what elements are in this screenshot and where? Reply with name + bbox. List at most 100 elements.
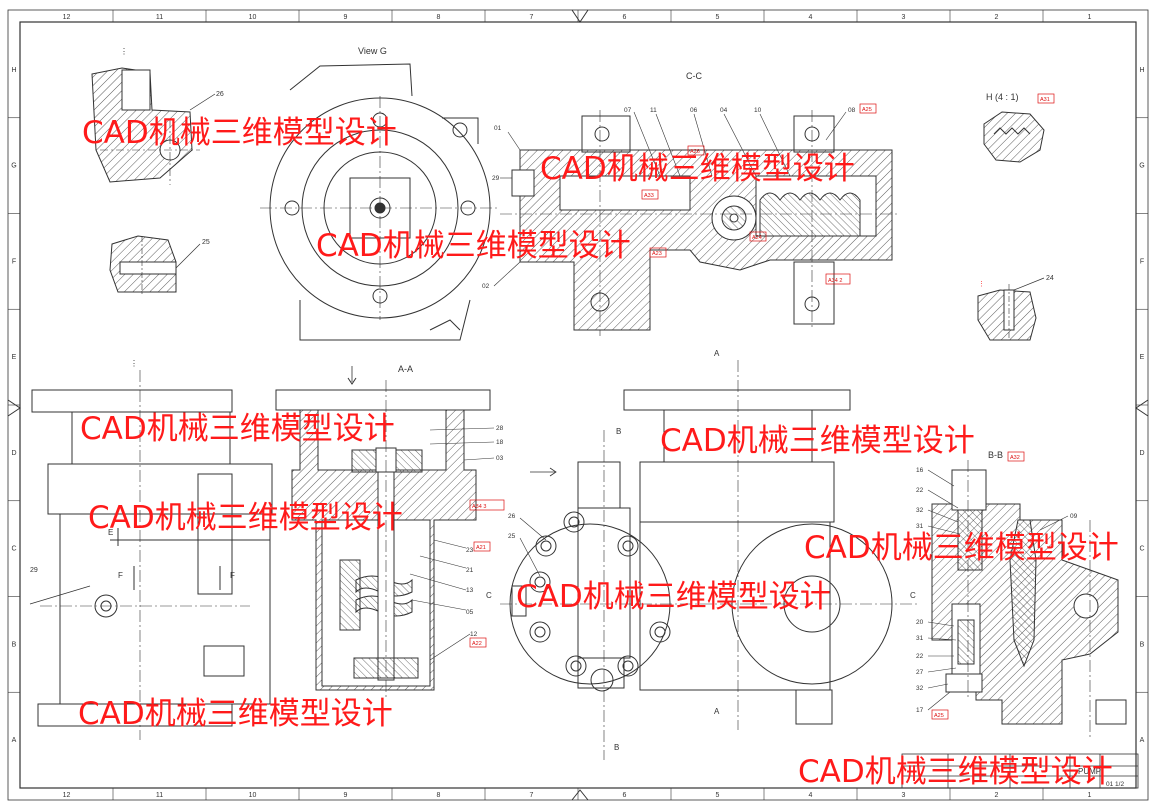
tag-a25-top: A25 <box>859 103 877 114</box>
zone-column-label: 5 <box>716 14 720 21</box>
side-view <box>500 360 920 760</box>
inspection-tags: A26 A25 A33 A24 A23 A34 2 A31 A34 3 A21 … <box>469 93 1055 720</box>
zone-row-label: C <box>1139 546 1144 553</box>
zone-column-label: 6 <box>623 14 627 21</box>
tag-a33: A33 <box>641 189 659 200</box>
balloon-29-front: 29 <box>30 567 38 574</box>
balloon-09: 09 <box>1070 513 1078 520</box>
svg-text:A25: A25 <box>862 107 872 113</box>
balloon-08: 08 <box>848 107 856 114</box>
balloon-07: 07 <box>624 107 632 114</box>
zone-row-label: B <box>12 641 17 648</box>
balloon-01: 01 <box>494 125 502 132</box>
zone-column-label: 11 <box>156 14 163 21</box>
balloon-10: 10 <box>754 107 762 114</box>
zone-row-label: A <box>12 737 17 744</box>
zone-row-label: H <box>11 67 16 74</box>
cut-c-label-left: C <box>486 591 492 600</box>
svg-text:A32: A32 <box>1010 455 1020 461</box>
balloon-26-side: 26 <box>508 513 516 520</box>
centering-marks <box>7 9 1149 801</box>
zone-row-label: G <box>11 163 16 170</box>
tag-a32: A32 <box>1007 451 1025 462</box>
section-b-b <box>927 460 1127 740</box>
balloon-31: 31 <box>916 523 924 530</box>
detail-view-25 <box>109 235 201 296</box>
zone-column-label: 4 <box>809 792 813 799</box>
zone-row-label: C <box>11 546 16 553</box>
svg-text:A24: A24 <box>752 235 762 241</box>
balloon-26: 26 <box>216 91 224 98</box>
svg-text:A31: A31 <box>1040 97 1050 103</box>
tag-a25-bottom: A25 <box>931 709 949 720</box>
title-block <box>901 753 1139 789</box>
cut-f-label-right: F <box>230 571 235 580</box>
balloon-32: 32 <box>916 507 924 514</box>
detail-h-label: H (4 : 1) <box>986 92 1019 102</box>
svg-text:A34 3: A34 3 <box>472 504 486 510</box>
balloon-29: 29 <box>492 175 500 182</box>
balloon-03: 03 <box>496 455 504 462</box>
zone-column-label: 6 <box>623 792 627 799</box>
balloon-21: 21 <box>466 567 474 574</box>
zone-row-label: A <box>1140 737 1145 744</box>
view-g-label: View G <box>358 46 387 56</box>
detail-marker-24: ⋮ <box>978 281 985 288</box>
zone-column-label: 9 <box>344 792 348 799</box>
zone-column-label: 2 <box>995 792 999 799</box>
zone-row-label: G <box>1139 163 1144 170</box>
section-c-c <box>493 110 900 336</box>
zone-row-label: F <box>1140 258 1144 265</box>
detail-view-26 <box>91 67 216 185</box>
detail-marker-front: ⋮ <box>130 359 138 368</box>
zone-column-label: 12 <box>63 792 71 799</box>
balloon-18: 18 <box>496 439 504 446</box>
view-g <box>260 63 500 341</box>
zone-column-label: 8 <box>437 792 441 799</box>
zone-column-label: 4 <box>809 14 813 21</box>
svg-text:A26: A26 <box>690 149 700 155</box>
section-b-b-label: B-B <box>988 450 1003 460</box>
balloon-13: 13 <box>466 587 474 594</box>
svg-text:A25: A25 <box>934 713 944 719</box>
balloon-23: 23 <box>466 547 474 554</box>
zone-row-label: D <box>1139 450 1144 457</box>
tag-a31: A31 <box>1037 93 1055 104</box>
balloon-25-side: 25 <box>508 533 516 540</box>
zone-column-label: 7 <box>530 14 534 21</box>
balloon-22-lower: 22 <box>916 653 924 660</box>
tag-a21: A21 <box>473 541 491 552</box>
zone-column-label: 1 <box>1088 792 1092 799</box>
front-view <box>29 370 273 740</box>
cut-a-label-bottom: A <box>714 707 720 716</box>
detail-marker: ⋮ <box>120 47 128 56</box>
zone-column-label: 1 <box>1088 14 1092 21</box>
tag-a26: A26 <box>687 145 705 156</box>
section-a-a <box>275 366 495 700</box>
balloon-06: 06 <box>690 107 698 114</box>
svg-text:A34 2: A34 2 <box>828 278 842 284</box>
zone-column-label: 10 <box>249 14 257 21</box>
zone-column-label: 3 <box>902 792 906 799</box>
zone-column-label: 12 <box>63 14 71 21</box>
balloon-05: 05 <box>466 609 474 616</box>
section-c-c-label: C-C <box>686 71 702 81</box>
zone-column-label: 5 <box>716 792 720 799</box>
zone-column-label: 8 <box>437 14 441 21</box>
svg-text:A21: A21 <box>476 545 486 551</box>
balloon-17: 17 <box>916 707 924 714</box>
title-block-sheet: 01 1/2 <box>1106 781 1124 788</box>
balloon-16: 16 <box>916 467 924 474</box>
balloon-24: 24 <box>1046 275 1054 282</box>
title-block-name: PUMP <box>1078 767 1101 776</box>
cut-e-label: E <box>108 528 113 537</box>
zone-column-label: 9 <box>344 14 348 21</box>
zone-row-label: F <box>12 258 16 265</box>
balloon-20: 20 <box>916 619 924 626</box>
zone-row-label: B <box>1140 641 1145 648</box>
cut-b-label-bottom: B <box>614 743 619 752</box>
tag-a23: A23 <box>649 247 667 258</box>
tag-a22: A22 <box>469 637 487 648</box>
